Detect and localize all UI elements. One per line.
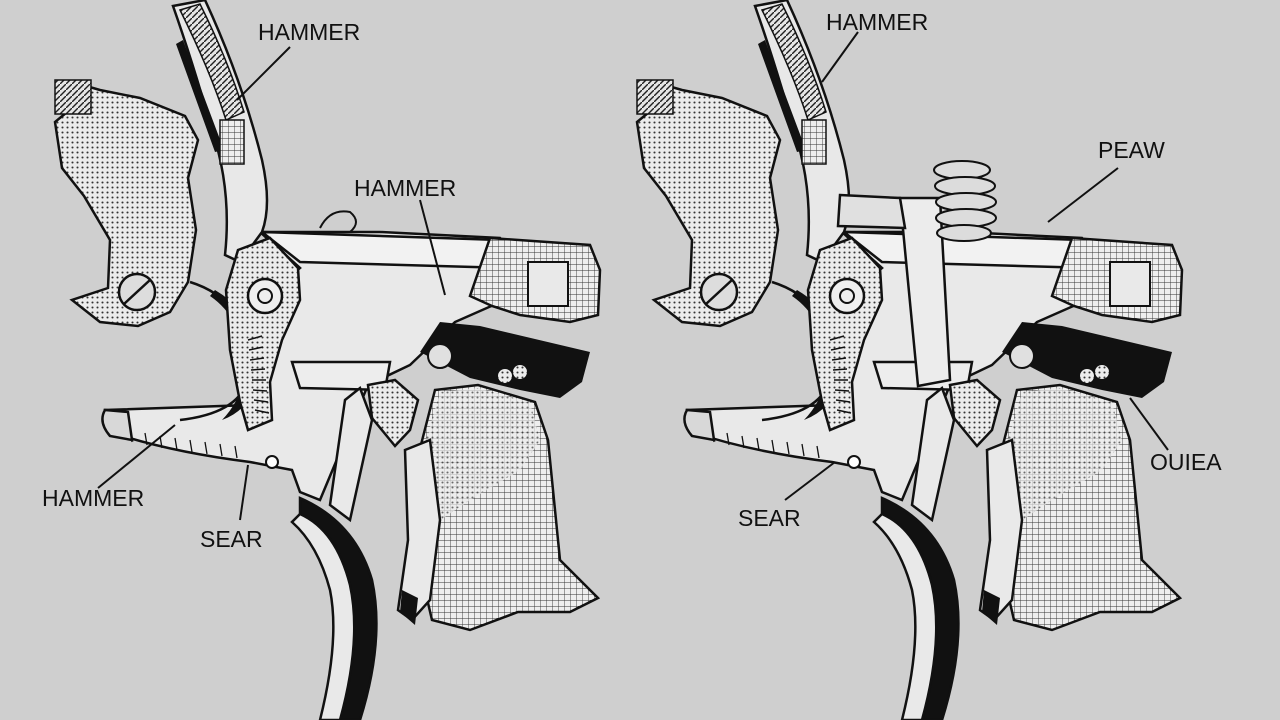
label-left-top: HAMMER bbox=[258, 19, 360, 45]
label-left-sear: SEAR bbox=[200, 526, 263, 552]
leader-sear bbox=[239, 464, 249, 521]
leader-right-sear bbox=[784, 461, 836, 501]
leader-right-hammer bbox=[821, 31, 859, 83]
label-right-sear: SEAR bbox=[738, 505, 801, 531]
leader-middle-hammer bbox=[419, 199, 446, 296]
left-diagram: HAMMER HAMMER HAMMER SEAR bbox=[42, 0, 602, 720]
label-right-peaw: PEAW bbox=[1098, 137, 1165, 163]
label-left-middle: HAMMER bbox=[354, 175, 456, 201]
right-diagram: HAMMER PEAW OUIEA SEAR bbox=[635, 0, 1222, 720]
label-right-top: HAMMER bbox=[826, 9, 928, 35]
coil-spring bbox=[933, 160, 997, 242]
leader-ouiea bbox=[1129, 397, 1169, 451]
label-right-ouiea: OUIEA bbox=[1150, 449, 1222, 475]
leader-top-hammer bbox=[236, 46, 291, 101]
label-left-lower: HAMMER bbox=[42, 485, 144, 511]
transfer-bar bbox=[898, 196, 952, 388]
leader-lower-left-hammer bbox=[97, 424, 176, 489]
leader-peaw bbox=[1047, 167, 1119, 223]
